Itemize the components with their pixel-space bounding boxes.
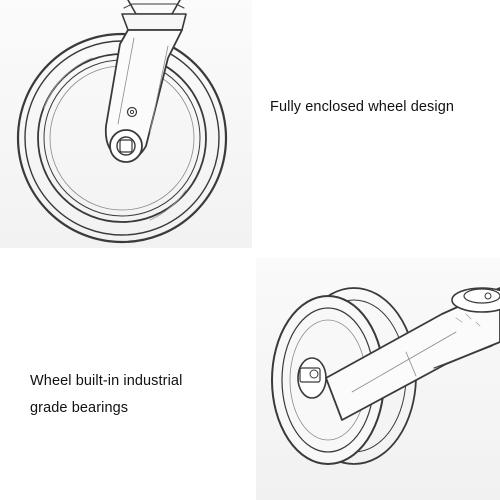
feature-caption-bearings: Wheel built-in industrial grade bearings — [30, 368, 182, 422]
bearing-wheel-icon — [271, 287, 500, 465]
caption-line: Wheel built-in industrial — [30, 373, 183, 389]
bearing-wheel-illustration — [256, 258, 500, 500]
enclosed-wheel-icon — [16, 0, 228, 244]
enclosed-wheel-illustration — [0, 0, 252, 248]
caption-line: grade bearings — [30, 400, 129, 416]
caption-line: Fully enclosed wheel design — [270, 99, 455, 115]
feature-caption-enclosed-wheel: Fully enclosed wheel design — [270, 94, 454, 121]
